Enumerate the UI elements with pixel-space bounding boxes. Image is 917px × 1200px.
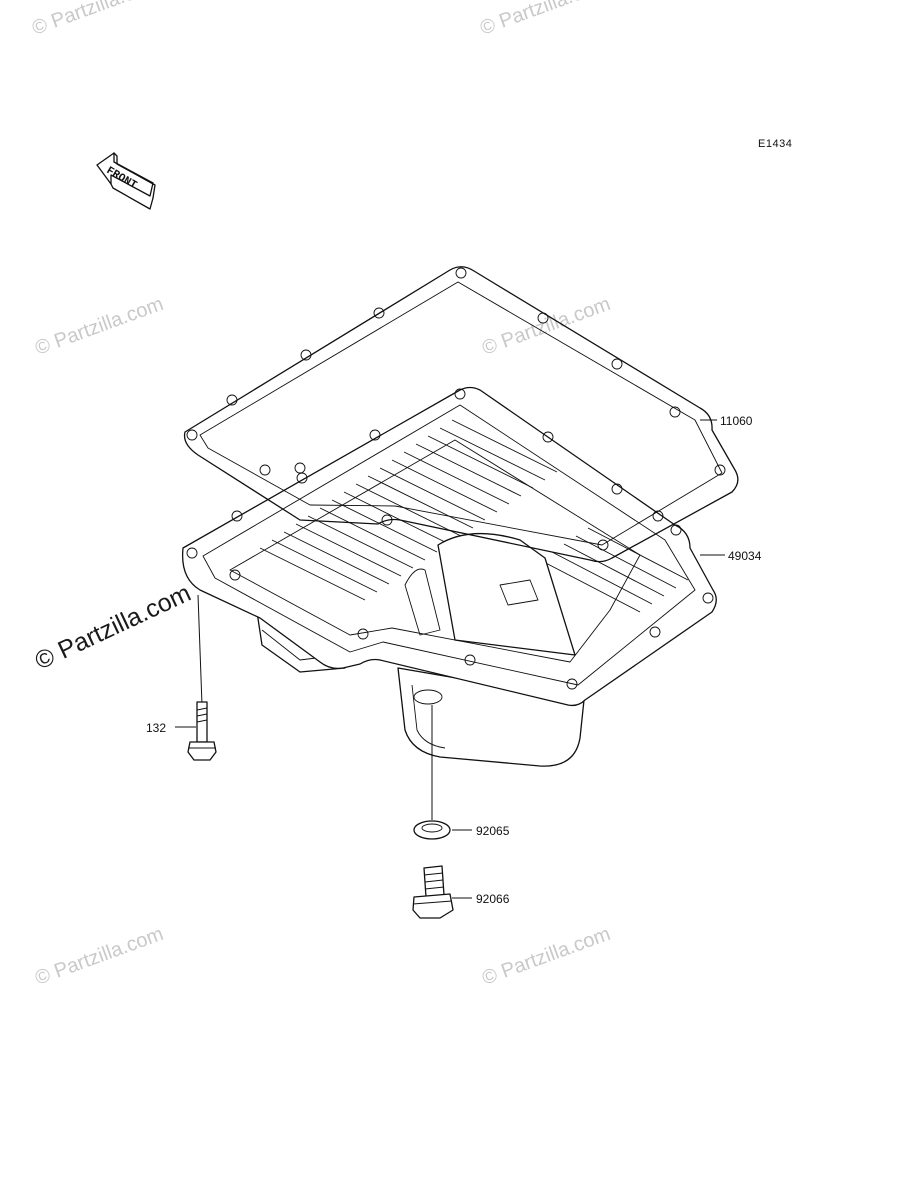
oil-pan[interactable]: [181, 386, 717, 767]
front-arrow-icon: FRONT: [96, 152, 156, 210]
watermark: © Partzilla.com: [477, 0, 611, 40]
watermark: © Partzilla.com: [479, 293, 613, 360]
oil-pan-gasket[interactable]: [183, 266, 739, 563]
oil-pan-fins: [259, 419, 689, 613]
gasket-bolt-holes: [186, 267, 726, 551]
watermark: © Partzilla.com: [479, 923, 613, 990]
callouts: 11060 49034 132 92065 92066: [146, 414, 762, 906]
watermark-prominent: © Partzilla.com: [31, 579, 196, 676]
oil-pan-bolt-holes: [186, 388, 714, 690]
watermark: © Partzilla.com: [32, 293, 166, 360]
watermark: © Partzilla.com: [29, 0, 163, 40]
watermark: © Partzilla.com: [32, 923, 166, 990]
flange-bolt[interactable]: [187, 594, 217, 761]
part-label-49034[interactable]: 49034: [728, 549, 762, 563]
drain-washer[interactable]: [413, 705, 451, 840]
diagram-code: E1434: [758, 138, 792, 150]
part-label-92065[interactable]: 92065: [476, 824, 510, 838]
part-label-132[interactable]: 132: [146, 721, 166, 735]
drain-plug[interactable]: [412, 865, 454, 919]
part-label-92066[interactable]: 92066: [476, 892, 510, 906]
part-label-11060[interactable]: 11060: [720, 414, 753, 428]
